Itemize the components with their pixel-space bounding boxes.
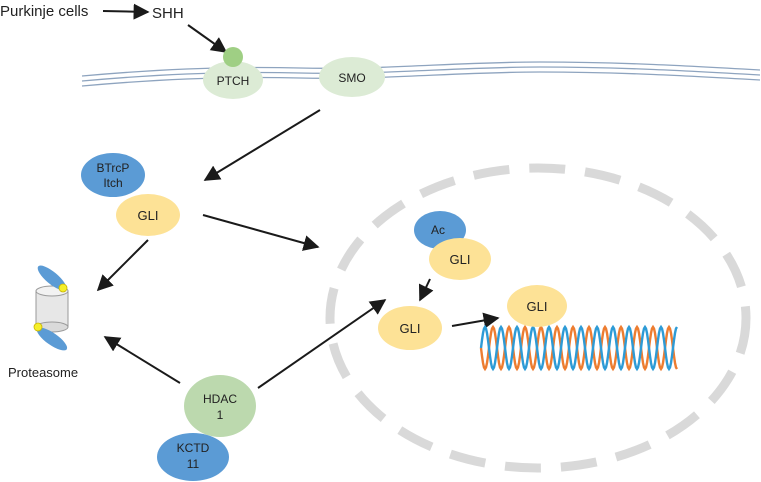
cell-membrane: [81, 61, 761, 87]
arrow-hdac-to-proteasome: [103, 336, 181, 384]
gli-nuclear-label: GLI: [400, 321, 421, 336]
smo-label: SMO: [338, 71, 365, 85]
arrow-deacetylation: [418, 278, 434, 302]
kctd-number-label: 11: [187, 457, 200, 471]
hdac1-protein: [184, 375, 256, 437]
ac-label: Ac: [431, 223, 445, 237]
arrow-gli-to-proteasome: [96, 239, 149, 292]
kctd-label: KCTD: [177, 441, 210, 455]
nucleus-envelope: [325, 163, 751, 473]
arrow-hdac-to-nucleus: [257, 299, 387, 389]
gli-dna-bound-label: GLI: [527, 299, 548, 314]
shh-ligand-dot: [223, 47, 243, 67]
gli-cytoplasm: [116, 194, 180, 236]
kctd11-protein: [157, 433, 229, 481]
proteasome-icon: [33, 265, 69, 351]
gli-cytoplasm-label: GLI: [138, 208, 159, 223]
gli-nuclear: [378, 306, 442, 350]
gli-acetylated-label: GLI: [450, 252, 471, 267]
btrcp-itch-protein: [81, 153, 145, 197]
gli-acetylated: [429, 238, 491, 280]
ptch-label: PTCH: [217, 74, 250, 88]
proteasome-label: Proteasome: [8, 365, 78, 380]
itch-label: Itch: [103, 176, 122, 190]
arrow-smo-to-gli: [203, 109, 321, 181]
dna-helix: [479, 324, 679, 372]
shh-label: SHH: [152, 5, 184, 22]
arrow-purkinje-to-shh: [102, 3, 150, 20]
arrow-shh-to-ptch: [187, 24, 228, 53]
gli-dna-bound: [507, 285, 567, 327]
btrcp-label: BTrcP: [97, 161, 130, 175]
hdac-label: HDAC: [203, 392, 237, 406]
arrow-gli-to-dna: [451, 312, 500, 329]
arrow-gli-to-nucleus: [202, 214, 320, 251]
hdac-number-label: 1: [217, 408, 224, 422]
purkinje-cells-label: Purkinje cells: [0, 3, 88, 20]
smo-receptor: [319, 57, 385, 97]
ptch-receptor: [203, 61, 263, 99]
